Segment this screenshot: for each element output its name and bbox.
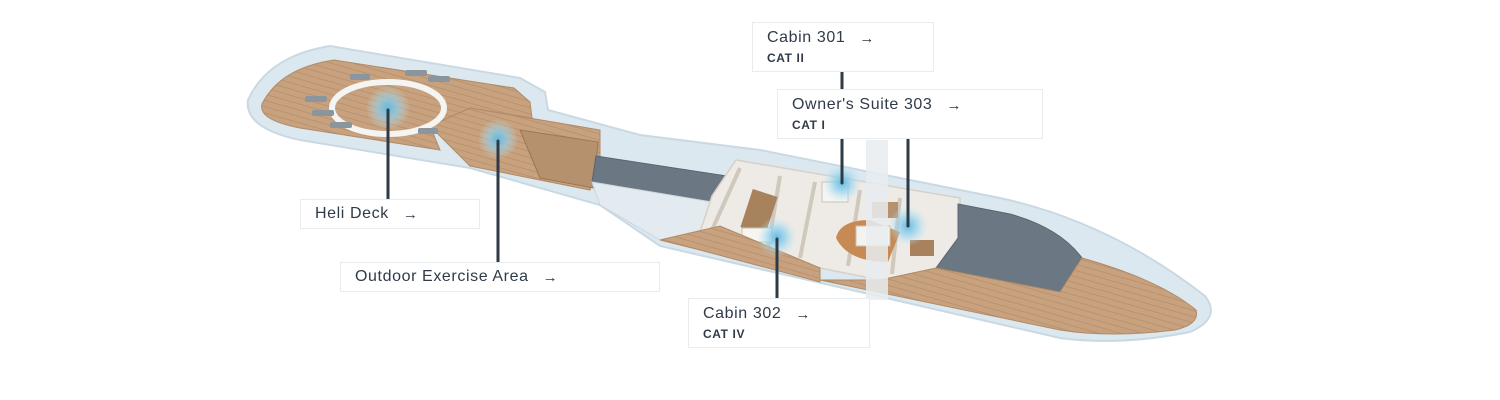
side-teak-strip xyxy=(659,225,821,283)
heli-deck-name: Heli Deck xyxy=(315,205,389,222)
outdoor-exercise-label[interactable]: Outdoor Exercise Area → xyxy=(340,262,660,292)
owners-suite-303-label[interactable]: Owner's Suite 303 → CAT I xyxy=(777,89,1043,139)
hotspot-cabin-302[interactable] xyxy=(757,217,797,257)
owners-suite-303-name: Owner's Suite 303 xyxy=(792,96,933,113)
cabin-301-name: Cabin 301 xyxy=(767,29,846,46)
sun-loungers xyxy=(305,70,450,134)
cabin-302-category: CAT IV xyxy=(703,327,746,341)
hotspot-heli-deck[interactable] xyxy=(366,86,410,130)
arrow-right-icon: → xyxy=(542,268,558,286)
arrow-right-icon: → xyxy=(402,205,418,223)
owners-suite-303-category: CAT I xyxy=(792,118,826,132)
cabin-301-category: CAT II xyxy=(767,51,805,65)
arrow-right-icon: → xyxy=(946,96,962,114)
outdoor-exercise-name: Outdoor Exercise Area xyxy=(355,268,529,285)
leader-lines xyxy=(386,70,910,300)
arrow-right-icon: → xyxy=(795,305,811,323)
cabin-301-label[interactable]: Cabin 301 → CAT II xyxy=(752,22,934,72)
cabin-302-label[interactable]: Cabin 302 → CAT IV xyxy=(688,298,870,348)
cabin-302-name: Cabin 302 xyxy=(703,305,782,322)
arrow-right-icon: → xyxy=(859,29,875,47)
forward-teak-deck xyxy=(819,257,1198,335)
hotspot-outdoor-exercise[interactable] xyxy=(478,119,518,159)
heli-deck-label[interactable]: Heli Deck → xyxy=(300,199,480,229)
glass-pillar xyxy=(866,140,888,300)
